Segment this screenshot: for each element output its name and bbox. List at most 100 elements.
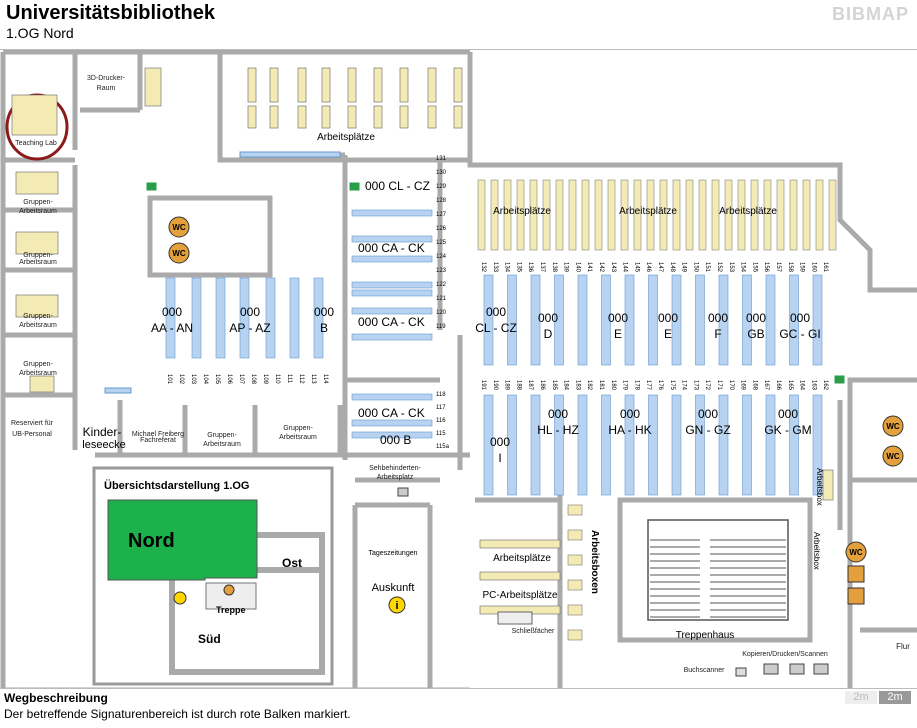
shelf-left-0[interactable] xyxy=(165,277,176,359)
shelf-mid-5[interactable] xyxy=(351,307,433,315)
shelf-row1-2[interactable] xyxy=(530,274,541,366)
shelf-mid-7[interactable] xyxy=(351,393,433,401)
pc-arbeitsplaetze-label: PC-Arbeitsplätze xyxy=(482,590,557,601)
family-wc-icon[interactable] xyxy=(847,587,865,605)
shelf-row2-14[interactable] xyxy=(812,394,823,496)
wall-3 xyxy=(847,377,917,688)
emergency-exit-icon xyxy=(145,181,158,192)
shelf-upper[interactable] xyxy=(239,151,341,158)
shelf-row2-0[interactable] xyxy=(483,394,494,496)
shelf-row1-11[interactable] xyxy=(742,274,752,366)
shelf-left-2[interactable] xyxy=(215,277,226,359)
arbeitsplaetze-label: Arbeitsplätze xyxy=(317,132,375,143)
shelf-row1-10[interactable] xyxy=(718,274,729,366)
shelf-number: 171 xyxy=(716,380,722,391)
copier-icon[interactable] xyxy=(763,663,779,675)
shelf-row1-8[interactable] xyxy=(671,274,682,366)
shelf-row1-4[interactable] xyxy=(577,274,588,366)
overview-sued-label: Süd xyxy=(198,632,221,646)
overview-inset[interactable]: Übersichtsdarstellung 1.OG Nord Ost Süd … xyxy=(92,466,334,686)
shelf-left-1[interactable] xyxy=(191,277,202,359)
shelf-group-range: AP - AZ xyxy=(229,321,270,335)
reading-desk-10 xyxy=(607,179,616,251)
shelf-kinder[interactable] xyxy=(104,387,132,394)
arbeitsbox-desk-0 xyxy=(567,504,583,516)
shelf-row2-3[interactable] xyxy=(554,394,564,496)
shelf-row2-5[interactable] xyxy=(601,394,611,496)
scale-2m-dark[interactable]: 2m xyxy=(879,691,911,704)
shelf-left-4[interactable] xyxy=(265,277,276,359)
shelf-number: 153 xyxy=(728,262,734,273)
shelf-row2-4[interactable] xyxy=(577,394,588,496)
shelf-number: 155 xyxy=(751,262,757,273)
reading-desk-24 xyxy=(789,179,798,251)
wc-icon[interactable] xyxy=(168,216,190,238)
shelf-left-5[interactable] xyxy=(289,277,300,359)
shelf-number: 137 xyxy=(539,262,545,273)
shelf-row2-9[interactable] xyxy=(695,394,705,496)
shelf-row1-6[interactable] xyxy=(624,274,635,366)
reading-desk-20 xyxy=(737,179,746,251)
copier-icon[interactable] xyxy=(789,663,805,675)
shelf-label-ca-ck: 000 CA - CK xyxy=(358,406,425,420)
shelf-number: 178 xyxy=(633,380,639,391)
reading-desk-11 xyxy=(620,179,629,251)
desk-19 xyxy=(347,105,357,129)
shelf-mid-1[interactable] xyxy=(351,235,433,243)
shelf-row2-8[interactable] xyxy=(671,394,682,496)
shelf-row2-1[interactable] xyxy=(507,394,517,496)
wc-icon[interactable] xyxy=(845,541,867,563)
overview-title: Übersichtsdarstellung 1.OG xyxy=(104,479,249,492)
desk-17 xyxy=(297,105,307,129)
scale-toggle[interactable]: 2m 2m xyxy=(845,691,911,704)
shelf-row1-7[interactable] xyxy=(648,274,658,366)
shelf-row1-3[interactable] xyxy=(554,274,564,366)
shelf-row2-7[interactable] xyxy=(648,394,658,496)
shelf-mid-2[interactable] xyxy=(351,255,433,263)
shelf-mid-0[interactable] xyxy=(351,209,433,217)
info-icon[interactable] xyxy=(388,596,406,614)
wc-icon[interactable] xyxy=(168,242,190,264)
shelf-row2-10[interactable] xyxy=(718,394,729,496)
scale-2m-light[interactable]: 2m xyxy=(845,691,877,704)
shelf-left-3[interactable] xyxy=(239,277,250,359)
desk-18 xyxy=(321,105,331,129)
shelf-row1-14[interactable] xyxy=(812,274,823,366)
shelf-row1-1[interactable] xyxy=(507,274,517,366)
shelf-row1-0[interactable] xyxy=(483,274,494,366)
wc-icon[interactable] xyxy=(882,415,904,437)
shelf-mid-4[interactable] xyxy=(351,289,433,297)
copier-icon[interactable] xyxy=(813,663,829,675)
shelf-mid-8[interactable] xyxy=(351,419,433,427)
wc-icon-label: WC xyxy=(886,452,900,461)
shelf-number: 136 xyxy=(527,262,533,273)
book-scanner-icon[interactable] xyxy=(735,667,747,677)
shelf-row2-11[interactable] xyxy=(742,394,752,496)
shelf-number: 158 xyxy=(787,262,793,273)
accessible-wc-icon[interactable] xyxy=(847,565,865,583)
shelf-group-code: 000 xyxy=(620,407,640,421)
shelf-mid-3[interactable] xyxy=(351,281,433,289)
shelf-mid-9[interactable] xyxy=(351,431,433,439)
wc-icon[interactable] xyxy=(882,445,904,467)
shelf-number: 172 xyxy=(704,380,710,391)
shelf-number: 121 xyxy=(436,296,447,302)
pc-icon[interactable] xyxy=(397,487,409,497)
shelf-row2-13[interactable] xyxy=(789,394,799,496)
shelf-group-code: 000 xyxy=(746,311,766,325)
shelf-mid-6[interactable] xyxy=(351,333,433,341)
shelf-row1-9[interactable] xyxy=(695,274,705,366)
shelf-number: 169 xyxy=(740,380,746,391)
overview-nord-area[interactable] xyxy=(107,499,258,581)
room-label: Arbeitsplatz xyxy=(377,474,414,481)
shelf-number: 101 xyxy=(166,374,172,385)
shelf-row1-12[interactable] xyxy=(765,274,776,366)
shelf-number: 161 xyxy=(822,262,828,273)
shelf-row1-5[interactable] xyxy=(601,274,611,366)
shelf-row2-2[interactable] xyxy=(530,394,541,496)
shelf-left-6[interactable] xyxy=(313,277,324,359)
shelf-row1-13[interactable] xyxy=(789,274,799,366)
shelf-row2-6[interactable] xyxy=(624,394,635,496)
shelf-number: 190 xyxy=(492,380,498,391)
shelf-row2-12[interactable] xyxy=(765,394,776,496)
